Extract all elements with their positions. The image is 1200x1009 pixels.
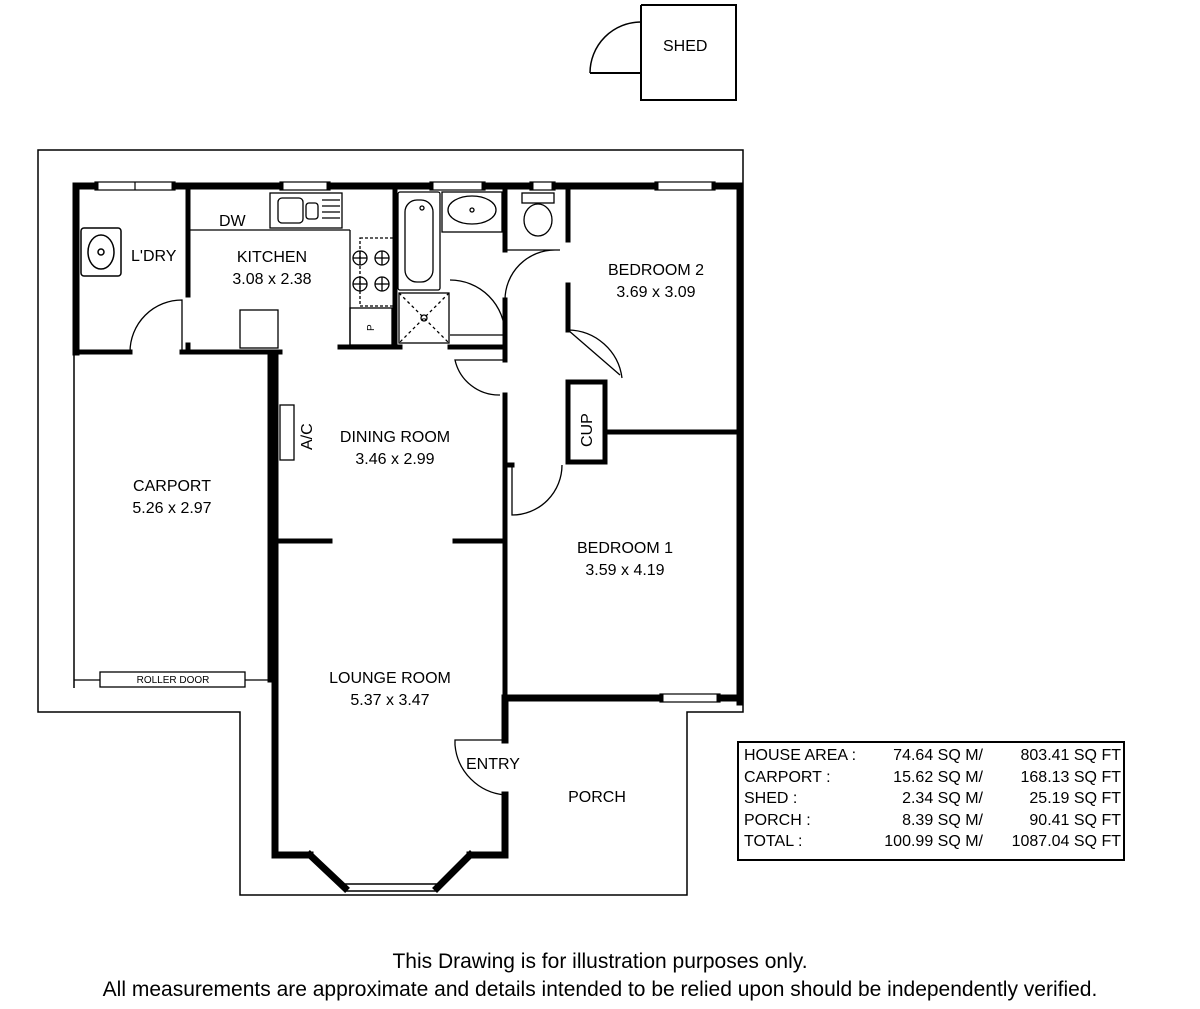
roller-door [74,671,270,688]
kitchen-name: KITCHEN [237,249,307,266]
entry-label: ENTRY [466,756,520,773]
carport-name: CARPORT [133,478,211,495]
area-sqft: 25.19 SQ FT [1029,790,1121,807]
door-swings [129,249,623,796]
kitchen-dims: 3.08 x 2.38 [232,271,311,288]
area-row-porch: PORCH : 8.39 SQ M/ 90.41 SQ FT [739,810,1123,832]
area-row-total: TOTAL : 100.99 SQ M/ 1087.04 SQ FT [739,831,1123,853]
area-sqm: 100.99 SQ M/ [884,833,983,850]
ac-label: A/C [299,423,316,450]
dining-dims: 3.46 x 2.99 [355,451,434,468]
dining-name: DINING ROOM [340,429,450,446]
area-row-carport: CARPORT : 15.62 SQ M/ 168.13 SQ FT [739,767,1123,789]
bathroom-fixtures [397,191,555,344]
bedroom2-dims: 3.69 x 3.09 [616,284,695,301]
lounge-dims: 5.37 x 3.47 [350,692,429,709]
bedroom2-name: BEDROOM 2 [608,262,704,279]
cupboard-label: CUP [579,413,596,447]
lounge-name: LOUNGE ROOM [329,670,451,687]
dishwasher-label: DW [219,213,247,230]
area-sqft: 168.13 SQ FT [1020,768,1122,786]
area-label: SHED : [744,790,798,807]
roller-door-label: ROLLER DOOR [137,675,210,686]
shed [589,4,737,101]
area-label: PORCH : [744,811,811,829]
kitchen-fixtures [190,192,396,349]
area-sqm: 15.62 SQ M/ [893,768,983,786]
area-row-shed: SHED : 2.34 SQ M/ 25.19 SQ FT [739,788,1123,810]
ac-unit [279,404,295,461]
disclaimer-line-1: This Drawing is for illustration purpose… [392,950,808,973]
exterior-walls [72,182,744,893]
area-label: HOUSE AREA : [744,747,857,764]
laundry-label: L'DRY [131,248,177,265]
shed-label: SHED [663,38,707,55]
area-schedule: HOUSE AREA : 74.64 SQ M/ 803.41 SQ FT CA… [737,741,1125,861]
area-sqm: 74.64 SQ M/ [893,747,983,764]
bedroom1-dims: 3.59 x 4.19 [585,562,664,579]
area-sqft: 803.41 SQ FT [1020,747,1122,764]
bedroom1-name: BEDROOM 1 [577,540,673,557]
area-sqft: 90.41 SQ FT [1029,811,1121,829]
windows [94,181,721,703]
interior-walls [75,185,743,701]
area-label: CARPORT : [744,768,831,786]
disclaimer-line-2: All measurements are approximate and det… [102,978,1098,1001]
area-sqm: 8.39 SQ M/ [902,811,983,829]
bay-window [345,883,437,892]
area-sqm: 2.34 SQ M/ [902,790,983,807]
pantry-label: P [366,324,377,331]
carport-dims: 5.26 x 2.97 [132,500,211,517]
laundry-sink [80,227,122,277]
area-sqft: 1087.04 SQ FT [1011,833,1121,850]
area-row-house: HOUSE AREA : 74.64 SQ M/ 803.41 SQ FT [739,745,1123,767]
porch-label: PORCH [568,789,626,806]
area-label: TOTAL : [744,833,803,850]
